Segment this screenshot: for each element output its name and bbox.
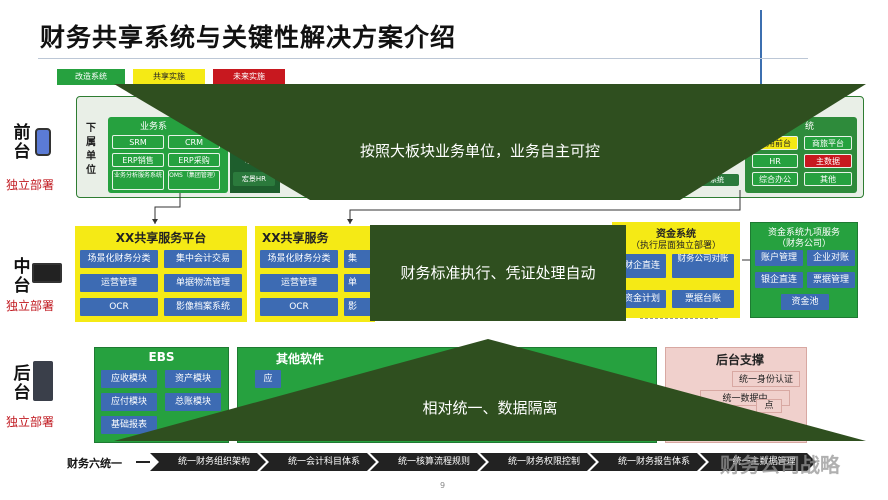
six-unify-label: 财务六统一	[67, 457, 122, 470]
platform1-cell: 影像档案系统	[164, 298, 242, 316]
ebs-cell: 基础报表	[101, 416, 157, 434]
platform2-cell: 影	[344, 298, 374, 316]
front-group-label: 业务系	[140, 122, 168, 132]
front-cell: OMS（集团管理）	[168, 170, 220, 190]
platform2-cell: 运营管理	[260, 274, 338, 292]
funds-subtitle: （执行层面独立部署）	[630, 241, 721, 251]
tier-back-label: 后台	[13, 364, 31, 403]
funds9-cell: 票据管理	[807, 272, 855, 288]
watermark: 财务公司战略	[720, 453, 840, 477]
six-unify-step: 统一核算流程规则	[370, 453, 486, 471]
six-unify-step: 统一财务报告体系	[590, 453, 706, 471]
funds-cell: 票据台账	[672, 290, 734, 308]
funds-cell: 财务公司对账	[672, 254, 734, 278]
legend-item-shared: 共享实施	[133, 69, 205, 85]
overlay-bottom-text: 相对统一、数据隔离	[422, 399, 558, 417]
server-icon	[33, 361, 53, 401]
tier-back-deploy: 独立部署	[6, 415, 55, 429]
ebs-cell: 总账模块	[165, 393, 221, 411]
front-right-top-label: 统	[805, 122, 815, 132]
funds9-cell: 银企直连	[755, 272, 803, 288]
funds9-cell: 企业对账	[807, 250, 855, 266]
platform2-cell: 集	[344, 250, 374, 268]
funds-title: 资金系统	[656, 229, 696, 240]
overlay-middle-text: 财务标准执行、凭证处理自动	[400, 264, 596, 282]
front-cell: HR	[752, 154, 798, 168]
front-cell: 其他	[804, 172, 852, 186]
funds9-cell: 账户管理	[755, 250, 803, 266]
platform1-cell: 场景化财务分类	[80, 250, 158, 268]
front-cell: ERP销售	[112, 153, 164, 167]
ebs-cell: 应付模块	[101, 393, 157, 411]
platform1-cell: 集中会计交易	[164, 250, 242, 268]
top-right-decoration	[760, 10, 762, 90]
page-title: 财务共享系统与关键性解决方案介绍	[40, 23, 457, 52]
overlay-top-text: 按照大板块业务单位，业务自主可控	[359, 142, 600, 160]
funds9-subtitle: （财务公司）	[776, 239, 831, 249]
platform1-title: XX共享服务平台	[115, 231, 207, 245]
six-unify-step: 统一财务权限控制	[480, 453, 596, 471]
platform2-title: XX共享服务	[262, 231, 329, 245]
six-unify-arrow	[136, 461, 150, 463]
platform2-cell: OCR	[260, 298, 338, 316]
front-side-label: 下属单位	[86, 123, 96, 176]
phone-icon	[35, 128, 51, 156]
platform1-cell: OCR	[80, 298, 158, 316]
front-cell: 业务分析服务系统	[112, 170, 164, 190]
funds9-title: 资金系统九项服务	[767, 228, 840, 238]
tier-front-deploy: 独立部署	[6, 178, 55, 192]
tier-front-label: 前台	[13, 123, 31, 162]
platform2-cell: 单	[344, 274, 374, 292]
six-unify-step: 统一会计科目体系	[260, 453, 376, 471]
front-cell: 宏景HR	[233, 172, 275, 186]
support-cell: 点	[756, 399, 782, 413]
support-cell: 统一身份认证	[732, 371, 800, 387]
monitor-icon	[32, 263, 62, 283]
legend-item-modified: 改造系统	[57, 69, 125, 85]
legend-item-future: 未来实施	[213, 69, 285, 85]
tier-middle-label: 中台	[13, 257, 31, 296]
ebs-title: EBS	[148, 350, 175, 364]
platform2-cell: 场景化财务分类	[260, 250, 338, 268]
six-unify-step: 统一财务组织架构	[150, 453, 266, 471]
funds9-cell: 资金池	[781, 294, 829, 310]
platform1-cell: 运营管理	[80, 274, 158, 292]
ebs-cell: 应收模块	[101, 370, 157, 388]
front-cell: 主数据	[804, 154, 852, 168]
other-software-title: 其他软件	[276, 352, 325, 366]
other-software-cell: 应	[255, 370, 281, 388]
front-cell: ERP采购	[168, 153, 220, 167]
ebs-cell: 资产模块	[165, 370, 221, 388]
tier-middle-deploy: 独立部署	[6, 299, 55, 313]
funds-cell: 资金计划	[618, 290, 666, 308]
front-cell: 综合办公	[752, 172, 798, 186]
title-underline	[38, 58, 808, 59]
front-cell: SRM	[112, 135, 164, 149]
support-title: 后台支撑	[715, 353, 764, 367]
six-unify-step: 统一主数据管理	[700, 453, 816, 471]
platform1-cell: 单据物流管理	[164, 274, 242, 292]
front-cell: 商旅平台	[804, 136, 852, 150]
page-number: 9	[440, 481, 446, 490]
